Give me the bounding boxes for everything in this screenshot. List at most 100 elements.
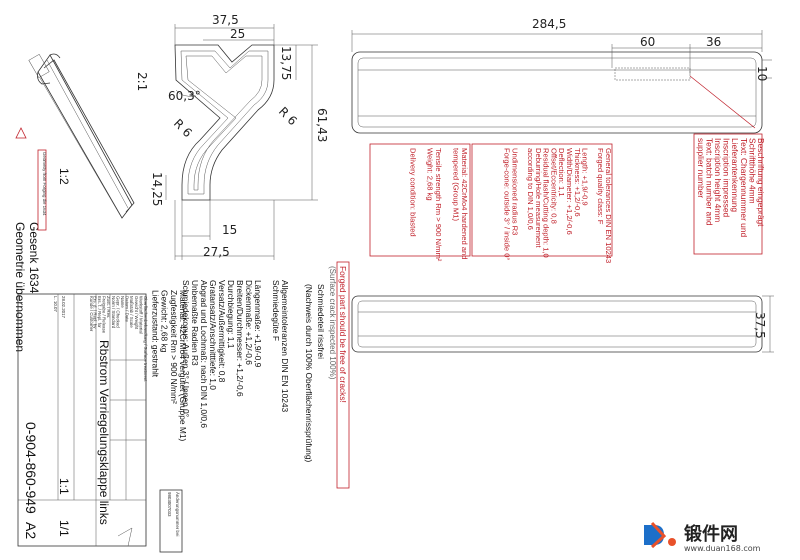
dim-r6-left: R 6 [171,116,195,140]
de-tolerance-line: Schmiedekonus: Außen 3° / Innen 0° [181,280,191,417]
marking-note-line: supplier number [696,138,706,198]
dim-60: 60 [640,35,655,49]
de-tolerance-line: Längenmaße: +1,9/-0,9 [253,280,263,368]
en-tolerance-line: Length: +1,9/-0,9 [581,148,590,206]
en-material-line: Weight: 2,68 kg [426,148,435,201]
title-block-meta1: Kunde / Customer [89,296,94,332]
dim-angle-60-3: 60,3° [168,89,201,103]
marking-note-line: Schriftthöhe 4mm [747,138,757,204]
dim-13-75: 13,75 [279,46,293,80]
geometrie-label: Geometrie übernommen [13,222,27,352]
change-label: Änderungsnummer bei [175,492,180,536]
en-tolerance-line: Deburring/Hole measurement [534,148,543,248]
en-tolerance-line: Forged quality class: F [596,148,605,225]
de-tolerance-line: Schmiedegüte F [271,280,281,341]
de-material-line: Lieferzustand: gestrahlt [150,290,160,378]
crack-note-line2: (Surface crack inspected 100%) [328,266,337,380]
en-material-line: Delivery condition: blasted [408,148,417,237]
watermark-logo: 锻件网 www.duan168.com [644,521,761,553]
scale-2-1: 2:1 [135,72,149,91]
drawing-format: A2 [23,522,39,539]
title-block-row-line: Norm / Standard [111,296,116,329]
title-block-row-line: Gepr. / Checked [115,296,120,328]
marking-note-line: Text: Chargennummer und [739,138,749,237]
part-view-isometric [28,53,135,219]
en-tolerance-line: Residual flash/Cutting depth: 1,0 [542,148,551,258]
warning-triangle-icon [15,127,27,139]
dim-27-5: 27,5 [203,245,230,259]
en-tolerance-line: Forge-cone: outside 3° / inside 0° [503,148,512,260]
de-tolerance-line: Abgrad und Lochmaß: nach DIN 1,0/0,6 [199,280,209,428]
title-block-row-line: Werkstoff / Material [138,296,143,334]
top-view-dimensions: 284,5 60 36 10 [532,17,769,81]
crack-note: Forged part should be free of cracks! (S… [328,261,350,489]
crack-de-line2: (Nachweis durch 100% Oberflächenrissprüf… [304,284,314,462]
title-block: Kunde / Customer 28.02.2017 L. 10.07 Rbs… [17,293,183,553]
de-material-line: Zugfestigkeit Rm > 900 N/mm² [169,290,179,404]
de-tolerance-line: Versatz/Außermittigkeit: 0,8 [217,280,227,383]
dim-15: 15 [222,223,237,237]
title-block-meta2: 28.02.2017 [61,296,66,319]
marking-note-line: Lieferantenkennung [730,138,740,212]
en-tolerance-line: Deflection: 1,1 [557,148,566,197]
title-block-meta3: L. 10.07 [53,296,58,312]
de-tolerance-line: Allgemeintoleranzen DIN EN 10243 [280,280,290,413]
dim-36: 36 [706,35,721,49]
dim-25: 25 [230,27,245,41]
title-block-row-line: Freigabe / Release [102,296,107,334]
dim-r6-right: R 6 [276,104,300,128]
de-tolerance-line: Unbemaßte Radien R3 [190,280,200,366]
marking-note-line: Beschriftung eingeprägt [756,138,766,227]
left-part-labels: Gesenk 1634 Geometrie übernommen Geometr… [13,127,71,352]
german-tolerances: Schmiedeteil rissfrei (Nachweis durch 10… [150,280,326,462]
title-block-row-line: Ers. d. / Repl. by [92,296,97,329]
de-tolerance-line: Breiten/Durchmesser: +1,2/-0,6 [235,280,245,397]
marking-note-line: Inscription height 4mm [713,138,723,222]
dim-10: 10 [755,66,769,81]
en-tolerance-line: according to DIN 1,0/0,6 [526,148,535,230]
title-block-row-line: Zust. / Rev. [106,296,111,318]
en-tolerance-line: Undimensioned radius R3 [510,148,519,235]
section-profile-view [165,24,318,260]
marking-note-line: Inscription impressed [722,138,732,217]
title-block-row-line: Gewicht / Weight [134,296,139,330]
dim-14-25: 14,25 [150,172,164,206]
en-material-line: tempered (Group M1) [451,148,460,221]
de-material-line: Gewicht: 2,68 kg [160,290,170,353]
drawing-sheet: 1/1 [57,520,71,537]
en-material-line: Material: 42CrMo4 hardened and [460,148,469,259]
drawing-scale: 1:1 [57,478,71,495]
gesenk-label: Gesenk 1634 [27,222,41,294]
drawing-number: 0-904-860-949 [23,422,39,514]
en-material-line: Tensile strength Rm > 900 N/mm² [434,148,443,262]
crack-note-line1: Forged part should be free of cracks! [338,266,348,403]
title-block-row-line: Name [120,296,125,308]
de-tolerance-line: Dickenmaße: +1,2/-0,6 [244,280,254,365]
dim-37-5-top: 37,5 [212,13,239,27]
en-tolerance-line: Width/Diameter: +1,2/-0,6 [565,148,574,235]
marking-note-line: Text: batch number and [704,138,714,226]
side-view-bar: 37,5 [351,295,774,353]
change-value: 9803007033 [167,492,172,517]
watermark-url: www.duan168.com [684,544,761,553]
top-view-bar [351,30,772,134]
geometry-small-label: Geometry from Forging die 1634 [42,152,47,216]
dim-61-43: 61,43 [315,108,329,142]
en-tolerance-line: Offset/Eccentricity: 0,8 [549,148,558,224]
drawing-title: Rbstrom Verriegelungsklappe links [97,340,111,525]
scale-1-2: 1:2 [57,168,71,185]
en-tolerance-line: Thickness: +1,2/-0,6 [573,148,582,217]
de-material-line: Material: 42CrMo4 vergütet (Gruppe M1) [178,290,188,441]
de-tolerance-line: Gratansatz/Anschnitttiefe: 1,0 [208,280,218,390]
dim-284-5: 284,5 [532,17,566,31]
en-tolerance-line: General tolerances DIN EN 10243 [604,148,613,263]
title-block-row-line: Maßstab / Scale [129,296,134,328]
de-tolerance-line: Durchbiegung: 1,1 [226,280,236,349]
title-block-row-line: Datum / Date [125,296,130,322]
title-block-arrow [117,527,133,547]
dim-37-5-side: 37,5 [753,312,767,339]
section-dimensions: 37,5 25 2:1 60,3° 13,75 R 6 R 6 61,43 14… [135,13,329,259]
